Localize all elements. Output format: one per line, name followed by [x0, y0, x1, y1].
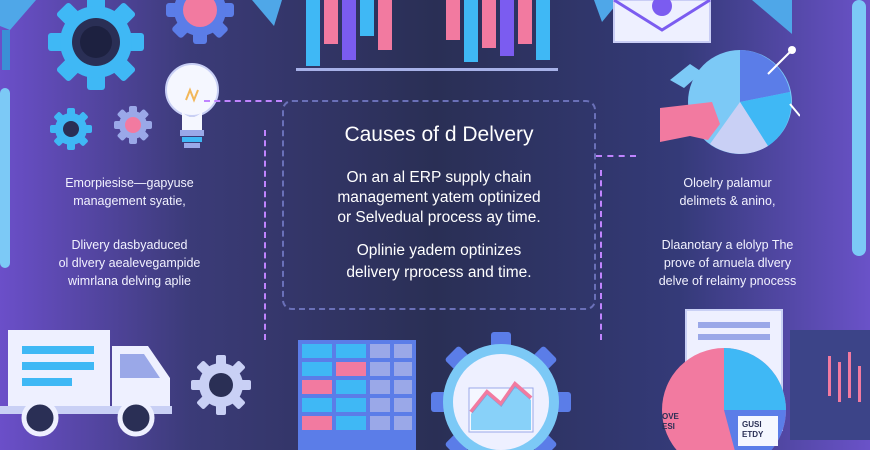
side-bar-decoration: [0, 88, 10, 268]
panel-title: Causes of d Delvery: [344, 123, 534, 146]
pie-chart-icon: [660, 46, 800, 154]
panel-body-line: On an al ERP supply chain: [346, 169, 532, 186]
connector-line: [600, 170, 602, 340]
panel-body-line: delivery rprocess and time.: [346, 264, 532, 281]
center-panel: [282, 100, 596, 310]
right-caption-box: Dlaanotary a elolyp The prove of arnuela…: [620, 236, 835, 306]
bar-chart-icon: [296, 0, 558, 71]
gear-icon: [48, 0, 144, 90]
gear-icon: [114, 106, 152, 144]
caption-text: Dlivery dasbyaduced ol dlvery aealevegam…: [22, 236, 237, 290]
connector-line: [204, 100, 282, 102]
ribbon-icon: [752, 0, 792, 34]
ribbon-icon: [252, 0, 282, 26]
spreadsheet-icon: [298, 340, 416, 450]
caption-line: delimets & anino,: [679, 194, 776, 208]
panel-body-line: management yatem optinized: [337, 189, 541, 206]
gear-icon: [191, 355, 251, 415]
caption-line: Emorpiesise—gapyuse: [65, 176, 194, 190]
gear-chart-icon: [431, 332, 571, 450]
chart-label: ETDY: [742, 430, 764, 439]
pennant-icon: [0, 0, 36, 70]
caption-line: Dlivery dasbyaduced: [71, 238, 188, 252]
panel-body-text: Oplinie yadem optinizes delivery rproces…: [292, 240, 586, 284]
delivery-truck-icon: [0, 330, 172, 437]
side-bar-decoration: [852, 0, 866, 256]
left-caption-box: Dlivery dasbyaduced ol dlvery aealevegam…: [22, 236, 237, 306]
caption-line: management syatie,: [73, 194, 186, 208]
caption-line: wimrlana delving aplie: [68, 274, 191, 288]
chart-label: OVE: [662, 412, 679, 421]
envelope-icon: [613, 0, 711, 43]
panel-body-line: or Selvedual process ay time.: [337, 209, 541, 226]
gear-icon: [166, 0, 234, 44]
panel-body-line: Oplinie yadem optinizes: [356, 242, 522, 259]
lightbulb-icon: [165, 63, 219, 148]
caption-line: Oloelry palamur: [683, 176, 772, 190]
panel-body-text: On an al ERP supply chain management yat…: [292, 168, 586, 228]
gear-icon: [50, 108, 92, 150]
caption-line: ol dlvery aealevegampide: [58, 256, 201, 270]
connector-line: [596, 155, 636, 157]
caption-text: Dlaanotary a elolyp The prove of arnuela…: [620, 236, 835, 290]
caption-line: Dlaanotary a elolyp The: [661, 238, 794, 252]
caption-line: delve of relaimy pnocess: [658, 274, 797, 288]
right-caption-top: Oloelry palamur delimets & anino,: [620, 174, 835, 210]
report-chart-icon: [662, 309, 870, 450]
caption-line: prove of arnuela dlvery: [663, 256, 792, 270]
connector-line: [264, 130, 266, 340]
chart-label: GUSI: [742, 420, 762, 429]
chart-label: ESI: [662, 422, 675, 431]
chart-label-left: OVE ESI: [662, 412, 679, 432]
chart-label-right: GUSI ETDY: [742, 420, 763, 440]
left-caption-top: Emorpiesise—gapyuse management syatie,: [22, 174, 237, 210]
